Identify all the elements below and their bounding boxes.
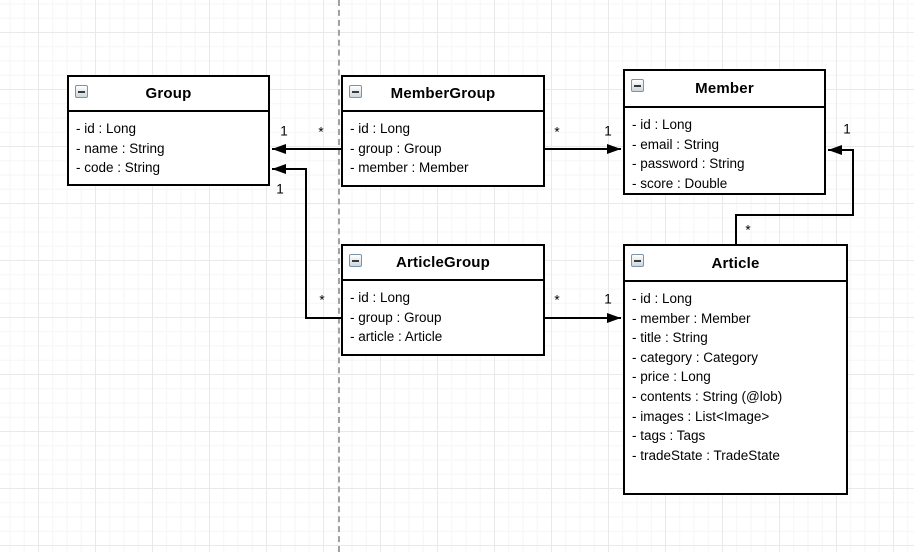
class-header: MemberGroup: [343, 77, 543, 112]
attribute-row: - member : Member: [632, 310, 751, 326]
minus-glyph: [78, 90, 85, 93]
attribute-row: - article : Article: [350, 329, 443, 345]
class-node-membergroup[interactable]: MemberGroup - id : Long- group : Group- …: [341, 75, 545, 187]
multiplicity-label: 1: [843, 121, 851, 137]
attribute-row: - id : Long: [76, 121, 137, 136]
class-node-article[interactable]: Article - id : Long - member : Member - ti…: [623, 244, 848, 495]
attribute-list: - id : Long - group : Group - article : Ar…: [343, 281, 543, 347]
multiplicity-label: 1: [276, 181, 284, 197]
attribute-row: - contents : String (@lob): [632, 388, 783, 404]
edge-article-to-member[interactable]: [735, 145, 854, 244]
class-node-member[interactable]: Member - id : Long - email : String - pass…: [623, 69, 826, 195]
minus-glyph: [352, 90, 359, 93]
collapse-icon[interactable]: [631, 79, 644, 92]
page-boundary-guide: [338, 0, 340, 552]
collapse-icon[interactable]: [349, 254, 362, 267]
minus-glyph: [352, 259, 359, 262]
attribute-list: - id : Long - name : String - code : Strin…: [69, 112, 268, 178]
attribute-row: - id : Long: [632, 117, 693, 132]
attribute-row: - category : Category: [632, 349, 759, 365]
attribute-row: - id : Long: [350, 290, 411, 305]
attribute-row: - name : String: [76, 140, 165, 156]
attribute-row: - title : String: [632, 330, 708, 346]
collapse-icon[interactable]: [349, 85, 362, 98]
attribute-row: - password : String: [632, 156, 745, 172]
multiplicity-label: *: [318, 124, 324, 140]
attribute-row: - id : Long: [632, 291, 693, 306]
multiplicity-label: *: [554, 124, 560, 140]
attribute-list: - id : Long - email : String - password : …: [625, 108, 824, 193]
collapse-icon[interactable]: [631, 254, 644, 267]
class-header: Article: [625, 246, 846, 282]
attribute-list: - id : Long - member : Member - title : St…: [625, 282, 846, 465]
attribute-row: - code : String: [76, 160, 161, 176]
attribute-row: - id : Long: [350, 121, 411, 136]
class-title: Article: [711, 254, 760, 272]
attribute-row: - images : List<Image>: [632, 408, 770, 424]
minus-glyph: [634, 259, 641, 262]
attribute-list: - id : Long - group : Group - member : Mem…: [343, 112, 543, 178]
multiplicity-label: *: [745, 222, 751, 238]
class-node-articlegroup[interactable]: ArticleGroup - id : Long- group : Group-…: [341, 244, 545, 356]
class-title: MemberGroup: [390, 85, 496, 102]
attribute-row: - score : Double: [632, 175, 728, 191]
attribute-row: - group : Group: [350, 309, 442, 325]
multiplicity-label: 1: [604, 291, 612, 307]
class-header: Member: [625, 71, 824, 108]
multiplicity-label: 1: [280, 123, 288, 139]
attribute-row: - member : Member: [350, 160, 469, 176]
class-title: Member: [695, 80, 754, 97]
edge-articlegroup-to-group[interactable]: [272, 164, 341, 319]
class-title: Group: [145, 85, 192, 102]
class-header: Group: [69, 77, 268, 112]
multiplicity-label: *: [554, 292, 560, 308]
attribute-row: - group : Group: [350, 140, 442, 156]
minus-glyph: [634, 84, 641, 87]
collapse-icon[interactable]: [75, 85, 88, 98]
multiplicity-label: *: [319, 292, 325, 308]
attribute-row: - price : Long: [632, 369, 711, 385]
class-node-group[interactable]: Group - id : Long - name : String - code :…: [67, 75, 270, 186]
attribute-row: - tags : Tags: [632, 428, 706, 444]
class-header: ArticleGroup: [343, 246, 543, 281]
class-title: ArticleGroup: [395, 254, 491, 271]
attribute-row: - email : String: [632, 136, 720, 152]
attribute-row: - tradeState : TradeState: [632, 447, 780, 463]
multiplicity-label: 1: [604, 123, 612, 139]
